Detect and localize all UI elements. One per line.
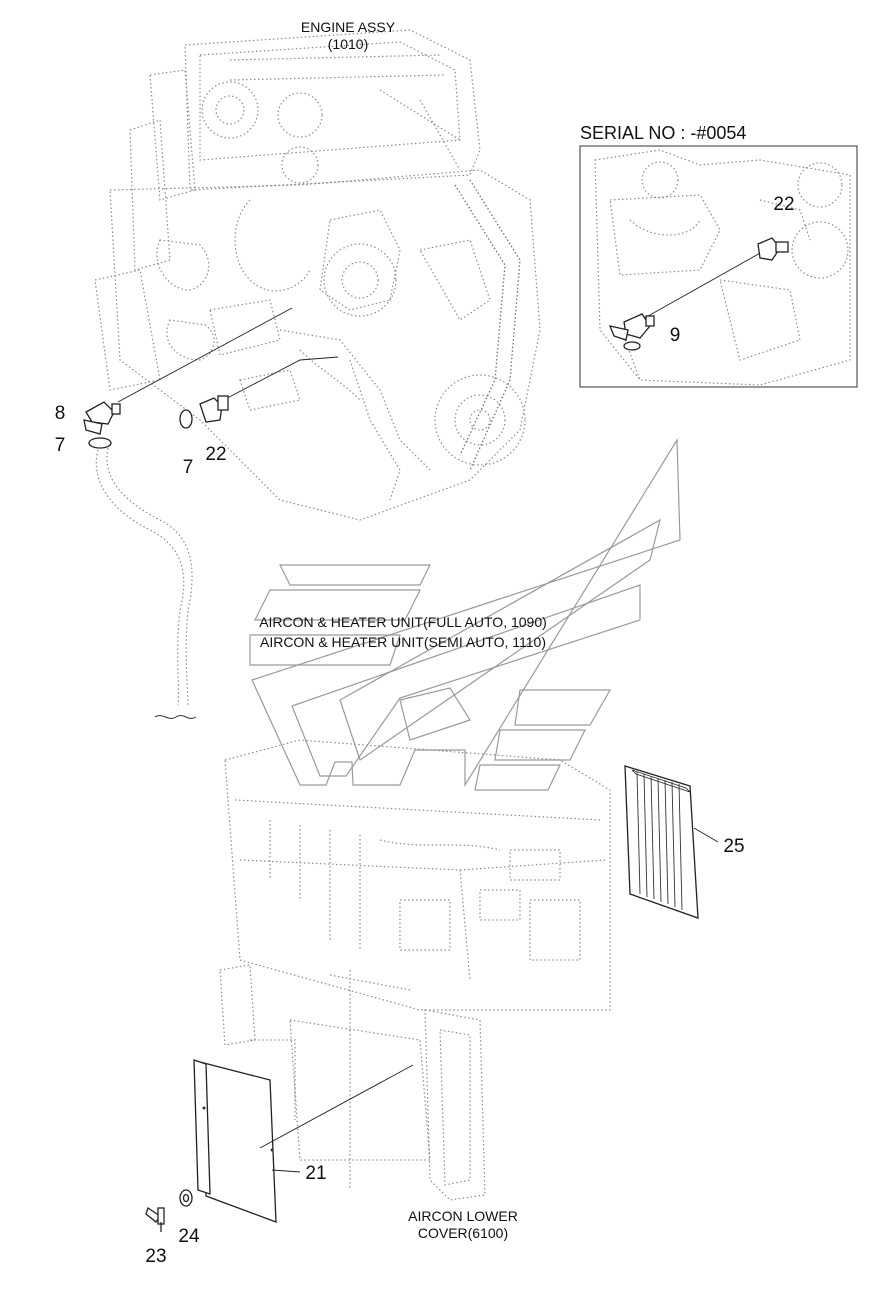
watermark-logo — [249, 437, 681, 791]
aircon-unit-drawing — [219, 739, 611, 1201]
aircon-semi-label: AIRCON & HEATER UNIT(SEMI AUTO, 1110) — [260, 634, 546, 650]
callout-21: 21 — [305, 1163, 326, 1184]
callout-24: 24 — [178, 1226, 200, 1247]
inset-cock-9 — [608, 313, 655, 351]
serial-no-label: SERIAL NO : -#0054 — [580, 123, 746, 143]
aircon-lower-label-1: AIRCON LOWER — [408, 1208, 518, 1224]
callout-9: 9 — [670, 325, 681, 346]
callout-8: 8 — [55, 403, 66, 424]
serial-inset-frame — [579, 145, 858, 388]
callout-22-inset: 22 — [773, 194, 794, 215]
callout-7-left: 7 — [55, 435, 66, 456]
clamp-7-right — [179, 409, 193, 429]
break-mark — [154, 715, 197, 719]
clamp-7-left — [88, 437, 112, 449]
hose-drawing — [95, 449, 185, 706]
inset-engine-drawing — [594, 149, 851, 386]
callout-23: 23 — [145, 1246, 166, 1267]
washer-24 — [179, 1189, 193, 1207]
engine-assy-label: ENGINE ASSY — [301, 19, 396, 35]
callout-22: 22 — [205, 444, 226, 465]
drain-cock-8 — [83, 401, 121, 435]
wing-bolt-23 — [145, 1206, 165, 1232]
inset-fitting-22 — [757, 237, 789, 261]
filter-25 — [624, 765, 699, 919]
fitting-22 — [199, 395, 229, 423]
callout-7-right: 7 — [183, 457, 194, 478]
aircon-lower-label-2: COVER(6100) — [418, 1225, 508, 1241]
callout-25: 25 — [723, 836, 744, 857]
aircon-full-label: AIRCON & HEATER UNIT(FULL AUTO, 1090) — [259, 614, 547, 630]
cover-21 — [193, 1059, 277, 1223]
serial-inset: SERIAL NO : -#0054 22 9 — [579, 123, 858, 388]
engine-assembly-drawing — [94, 29, 541, 521]
engine-assy-code-label: (1010) — [328, 36, 368, 52]
